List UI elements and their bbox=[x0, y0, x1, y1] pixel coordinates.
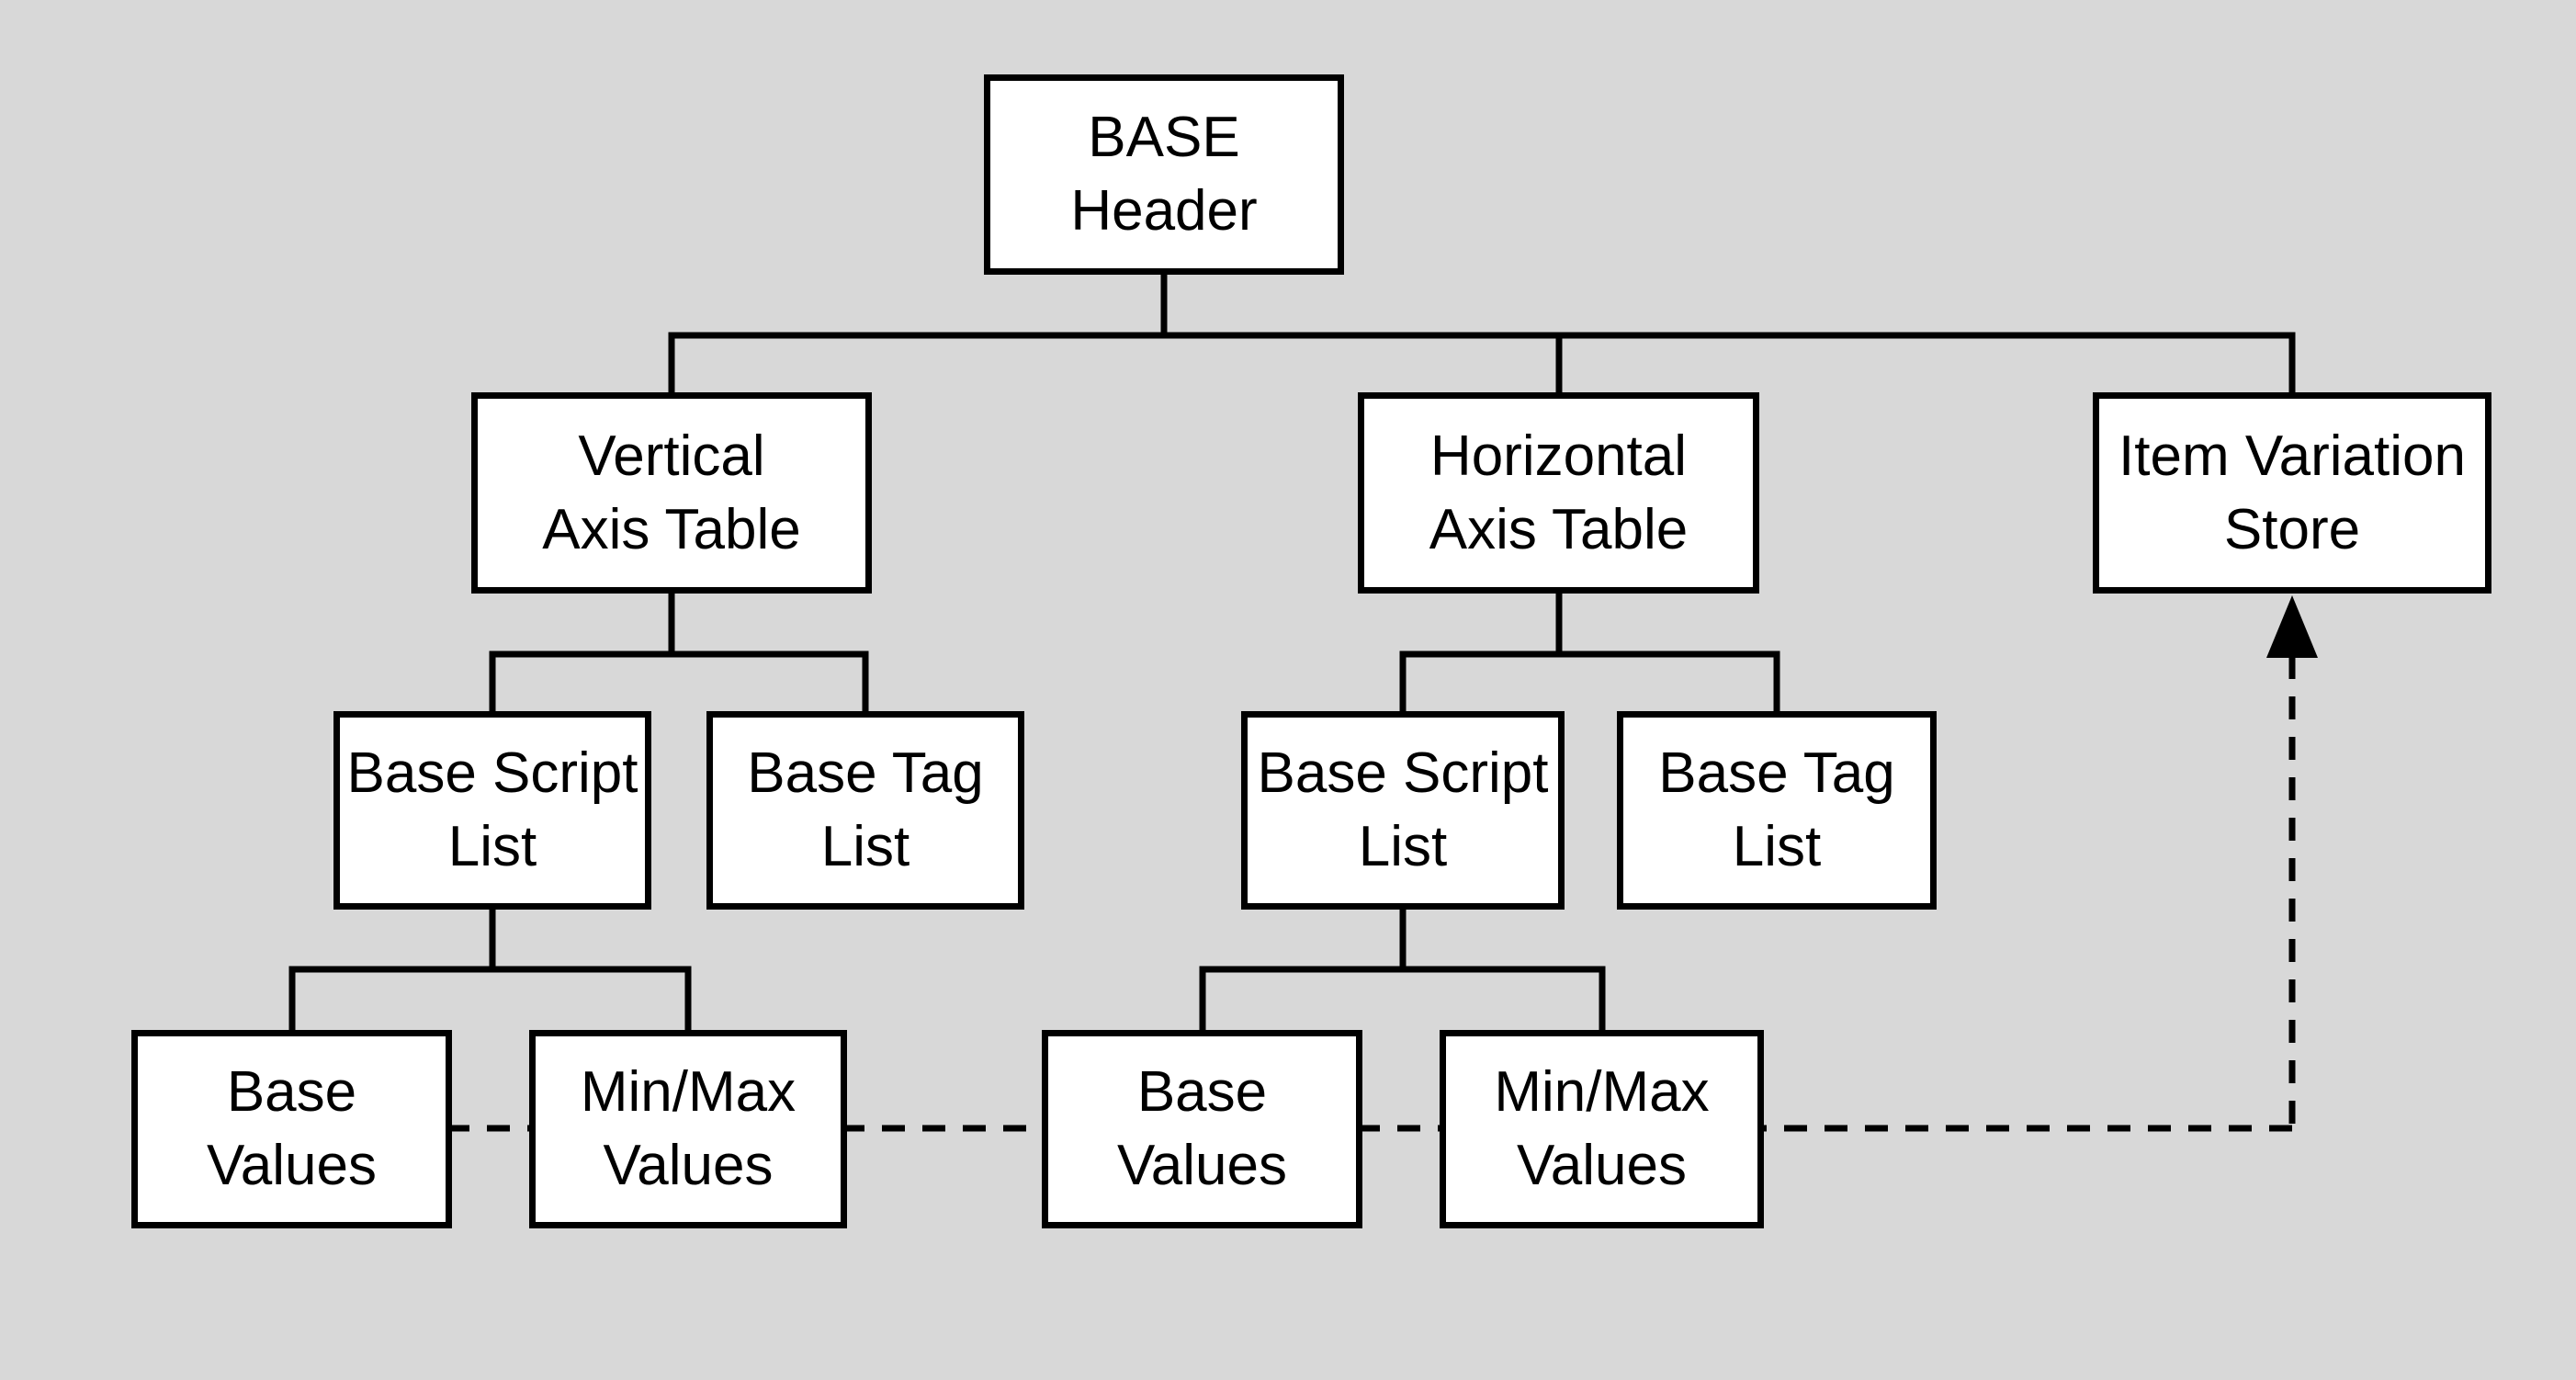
node-horizontal-axis-table: Horizontal Axis Table bbox=[1358, 392, 1759, 594]
node-base-script-list-vertical: Base Script List bbox=[333, 711, 651, 910]
node-base-script-list-vertical-label: Base Script List bbox=[346, 741, 638, 878]
node-minmax-values-vertical-label: Min/Max Values bbox=[580, 1060, 797, 1197]
node-base-tag-list-horizontal-label: Base Tag List bbox=[1658, 741, 1895, 878]
node-base-tag-list-vertical: Base Tag List bbox=[706, 711, 1024, 910]
node-base-script-list-horizontal: Base Script List bbox=[1241, 711, 1565, 910]
connector-level2-left-bracket bbox=[489, 650, 869, 717]
node-base-script-list-horizontal-label: Base Script List bbox=[1257, 741, 1549, 878]
node-base-values-horizontal: Base Values bbox=[1042, 1030, 1362, 1228]
node-base-values-vertical-label: Base Values bbox=[207, 1060, 377, 1197]
node-base-header: BASE Header bbox=[984, 74, 1344, 275]
node-vertical-axis-table: Vertical Axis Table bbox=[471, 392, 872, 594]
node-minmax-values-vertical: Min/Max Values bbox=[529, 1030, 847, 1228]
node-minmax-values-horizontal: Min/Max Values bbox=[1440, 1030, 1764, 1228]
connector-level3-left-bracket bbox=[288, 966, 692, 1035]
node-vertical-axis-table-label: Vertical Axis Table bbox=[542, 424, 801, 561]
node-base-tag-list-horizontal: Base Tag List bbox=[1617, 711, 1937, 910]
dashed-arrow-head bbox=[2266, 595, 2318, 658]
node-base-values-vertical: Base Values bbox=[131, 1030, 452, 1228]
connector-level2-right-bracket bbox=[1399, 650, 1780, 717]
node-base-tag-list-vertical-label: Base Tag List bbox=[747, 741, 984, 878]
node-base-header-label: BASE Header bbox=[1070, 106, 1258, 243]
node-minmax-values-horizontal-label: Min/Max Values bbox=[1494, 1060, 1710, 1197]
connector-level3-right-bracket bbox=[1199, 966, 1606, 1035]
node-item-variation-store: Item Variation Store bbox=[2093, 392, 2491, 594]
node-base-values-horizontal-label: Base Values bbox=[1117, 1060, 1287, 1197]
node-item-variation-store-label: Item Variation Store bbox=[2118, 424, 2466, 561]
connector-level1-bracket bbox=[668, 332, 2296, 398]
node-horizontal-axis-table-label: Horizontal Axis Table bbox=[1429, 424, 1689, 561]
